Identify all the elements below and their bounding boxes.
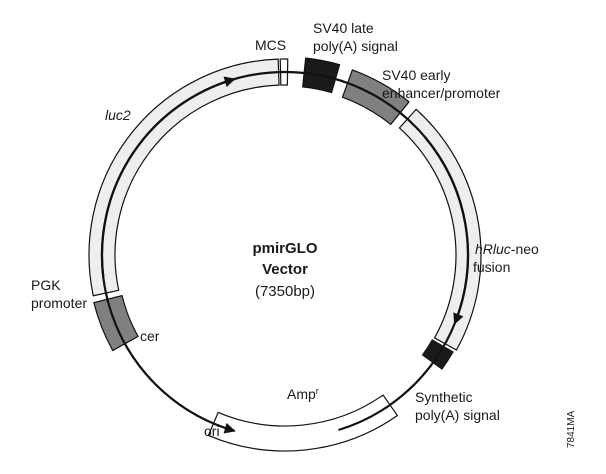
hrluc-neo-gene (398, 108, 482, 351)
label-fusion: fusion (473, 259, 510, 275)
label-mcs: MCS (255, 37, 286, 53)
vector-name: pmirGLO (252, 240, 317, 257)
label-sv40-early-2: enhancer/promoter (382, 85, 501, 101)
label-sv40-late-1: SV40 late (313, 20, 374, 36)
label-ori: ori (204, 423, 220, 439)
label-sv40-early-1: SV40 early (382, 67, 450, 83)
label-synthetic-2: poly(A) signal (415, 407, 500, 423)
vector-subtitle: Vector (262, 261, 308, 278)
label-pgk-2: promoter (31, 295, 87, 311)
label-hrluc-neo: hRluc-neo (475, 241, 539, 257)
figure-code: 7841MA (566, 410, 577, 448)
label-pgk-1: PGK (31, 277, 61, 293)
ampr-direction-arrow (100, 70, 470, 434)
label-ampr: Ampr (287, 386, 319, 402)
vector-size: (7350bp) (255, 283, 315, 300)
label-synthetic-1: Synthetic (415, 389, 473, 405)
label-luc2: luc2 (105, 107, 131, 123)
label-cer: cer (140, 328, 160, 344)
luc2-gene (88, 58, 280, 297)
label-sv40-late-2: poly(A) signal (313, 38, 398, 54)
ampr-gene (207, 394, 399, 452)
